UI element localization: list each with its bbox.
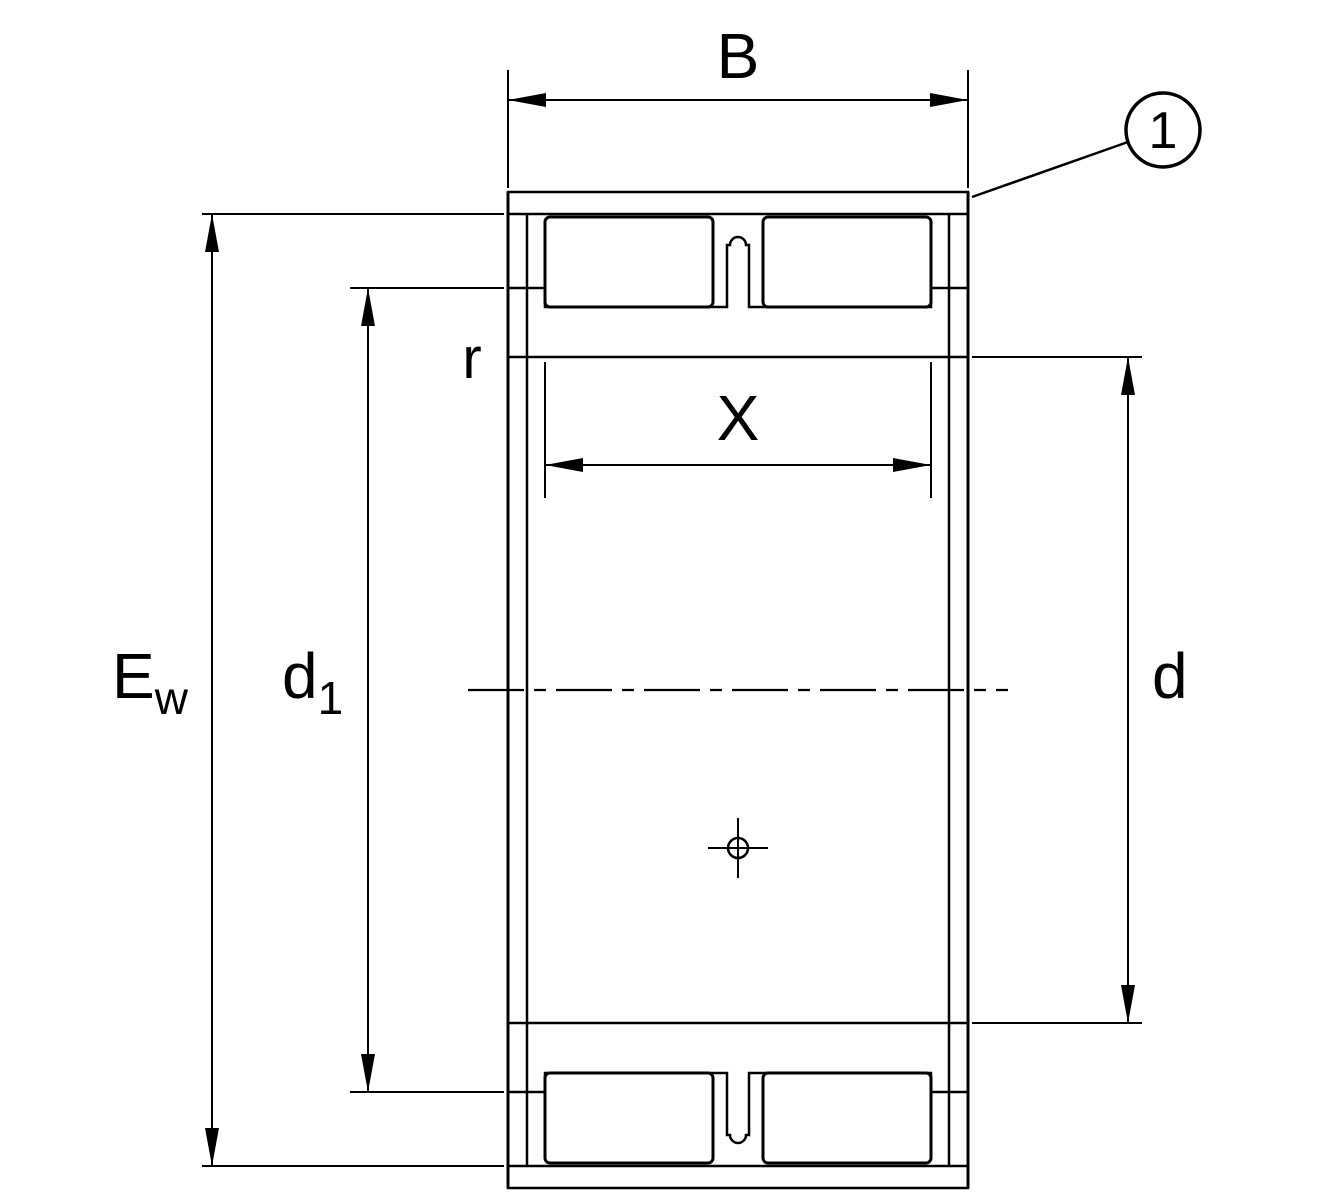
dimension-d1-arrow-top-icon — [361, 288, 375, 326]
dimension-B-arrow-right-icon — [930, 93, 968, 107]
callout-1-leader — [971, 140, 1129, 199]
dimension-Ew-arrow-top-icon — [205, 214, 219, 252]
dimension-X: X — [544, 362, 932, 498]
dimension-B-arrow-left-icon — [508, 93, 546, 107]
inner-ring-bottom-section — [506, 1021, 970, 1145]
dimension-X-label: X — [717, 382, 760, 454]
callout-1: 1 — [971, 91, 1202, 199]
lubrication-hole-mark — [708, 818, 768, 878]
roller-bottom-left — [543, 1071, 715, 1165]
dimension-d1-label-sub: 1 — [318, 672, 344, 724]
dimension-d1-arrow-bottom-icon — [361, 1054, 375, 1092]
callout-1-label: 1 — [1149, 102, 1178, 160]
dimension-d-label: d — [1152, 640, 1188, 712]
dimension-d-arrow-bottom-icon — [1121, 985, 1135, 1023]
dimension-B: B — [507, 20, 969, 188]
dimension-d: d — [972, 356, 1188, 1024]
callout-1-circle-icon — [1124, 91, 1202, 169]
inner-ring-top-section — [506, 235, 970, 359]
fillet-radius-label: r — [462, 326, 481, 391]
dimension-Ew: Ew — [112, 213, 504, 1167]
dimension-d1-label: d1 — [282, 640, 343, 724]
roller-set — [543, 215, 933, 1165]
outer-ring-bottom-section — [506, 1164, 970, 1190]
dimension-B-label: B — [717, 20, 760, 92]
dimension-X-arrow-left-icon — [545, 458, 583, 472]
roller-bottom-right — [761, 1071, 933, 1165]
dimension-Ew-label-main: E — [112, 640, 155, 712]
dimension-Ew-arrow-bottom-icon — [205, 1128, 219, 1166]
dimension-d-arrow-top-icon — [1121, 357, 1135, 395]
dimension-d1-label-main: d — [282, 640, 318, 712]
dimension-X-arrow-right-icon — [893, 458, 931, 472]
roller-top-left — [543, 215, 715, 309]
dimension-Ew-label: Ew — [112, 640, 189, 724]
dimension-d1: d1 — [282, 287, 504, 1093]
dimension-Ew-label-sub: w — [154, 672, 189, 724]
outer-ring-top-section — [506, 190, 970, 216]
roller-top-right — [761, 215, 933, 309]
